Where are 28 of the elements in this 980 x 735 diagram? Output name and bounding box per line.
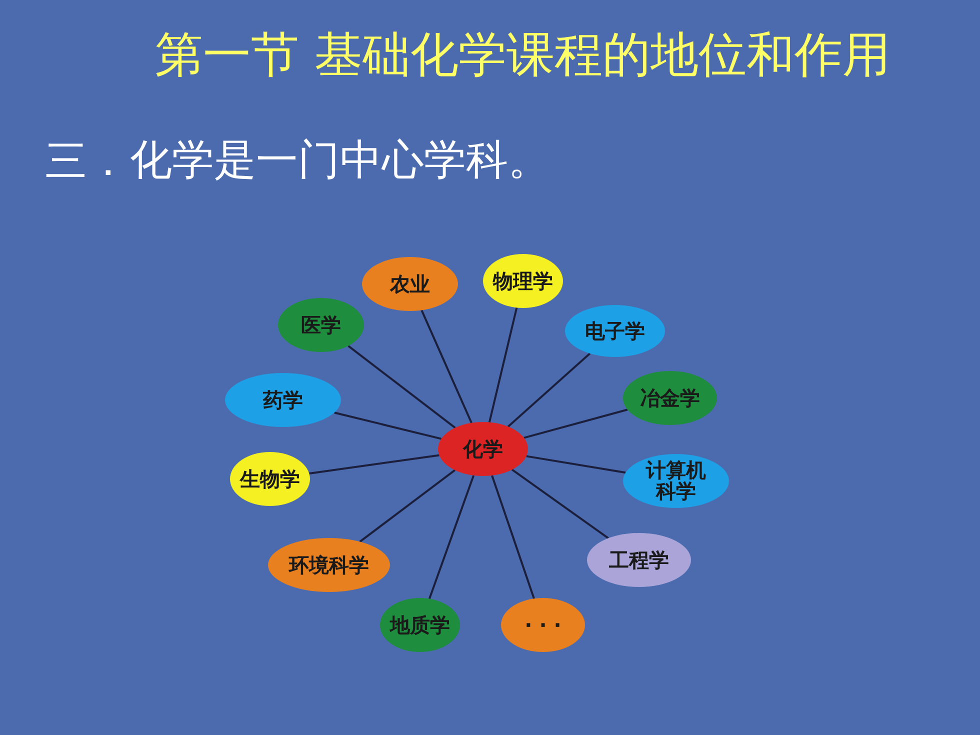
subtitle: 化学是一门中心学科。 bbox=[130, 139, 550, 181]
connector-line bbox=[488, 307, 518, 423]
connector-line bbox=[348, 345, 456, 429]
connector-line bbox=[428, 475, 475, 600]
topic-ellipse: 冶金学 bbox=[623, 371, 717, 425]
connector-line bbox=[524, 408, 628, 439]
topic-ellipse: 地质学 bbox=[380, 598, 460, 652]
connector-line bbox=[420, 310, 472, 424]
connector-line bbox=[491, 475, 535, 599]
connector-line bbox=[359, 469, 456, 542]
connector-line bbox=[507, 352, 591, 428]
title: 第一节 基础化学课程的地位和作用 bbox=[155, 31, 890, 79]
topic-ellipse: 农业 bbox=[362, 257, 458, 311]
topic-ellipse: 电子学 bbox=[565, 305, 665, 357]
topic-ellipse: 药学 bbox=[225, 373, 341, 427]
connector-line bbox=[511, 468, 609, 540]
topic-ellipse: 计算机科学 bbox=[623, 454, 729, 508]
topic-ellipse: 工程学 bbox=[587, 533, 691, 587]
topic-ellipse: · · · bbox=[501, 598, 585, 652]
connector-line bbox=[334, 412, 442, 440]
topic-ellipse: 医学 bbox=[278, 298, 364, 352]
topic-ellipse: 物理学 bbox=[483, 254, 563, 308]
connector-line bbox=[526, 455, 626, 474]
topic-ellipse: 生物学 bbox=[230, 452, 310, 506]
connector-line bbox=[309, 454, 440, 474]
topic-ellipse: 环境科学 bbox=[268, 538, 390, 592]
list-number: 三． bbox=[45, 140, 129, 182]
topic-ellipse: 化学 bbox=[438, 422, 528, 476]
